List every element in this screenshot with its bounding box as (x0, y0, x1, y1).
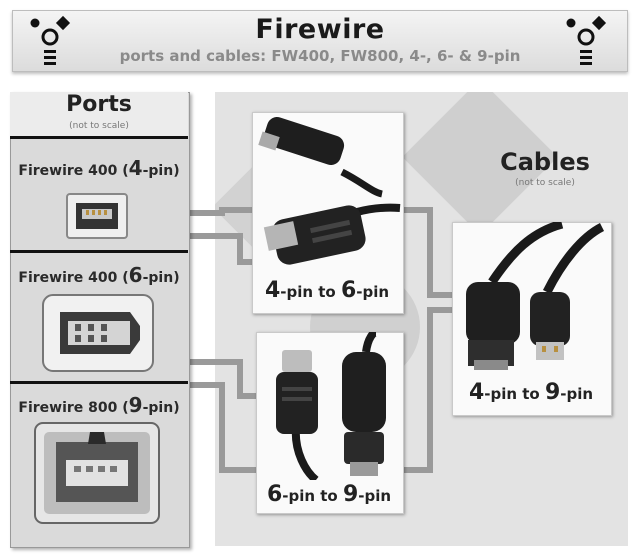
ports-title: Ports (66, 92, 132, 117)
ports-divider (10, 250, 188, 253)
cables-title: Cables (500, 148, 590, 176)
cable-to-pins: 9 (342, 482, 359, 507)
ports-note: (not to scale) (69, 121, 129, 131)
port-label-pins: 4 (128, 156, 143, 180)
ports-divider (10, 136, 188, 139)
cables-note: (not to scale) (515, 178, 575, 188)
cable-caption-post: -pin (356, 283, 390, 301)
page-subtitle: ports and cables: FW400, FW800, 4-, 6- &… (119, 47, 521, 65)
fw800-9pin-port-icon (34, 422, 160, 524)
cable-caption-post: -pin (358, 487, 392, 505)
cable-from-pins: 6 (266, 482, 283, 507)
port-label-text: Firewire 400 ( (18, 270, 129, 286)
firewire-logo-icon (566, 15, 607, 65)
cable-caption-4-to-9: 4-pin to 9-pin (452, 380, 610, 405)
fw400-6pin-port-icon (42, 294, 154, 372)
ports-header (10, 92, 188, 136)
cable-caption-mid: -pin to (280, 283, 341, 301)
page-title: Firewire (255, 14, 385, 45)
port-label-suffix: -pin) (142, 270, 180, 286)
header-banner: Firewire ports and cables: FW400, FW800,… (12, 10, 628, 72)
cable-4-to-6-icon (258, 116, 401, 265)
ports-divider (10, 381, 188, 384)
cable-caption-mid: -pin to (484, 385, 545, 403)
cable-caption-6-to-9: 6-pin to 9-pin (256, 482, 402, 507)
cable-from-pins: 4 (468, 380, 485, 405)
port-label-suffix: -pin) (142, 163, 180, 179)
fw400-4pin-port-icon (66, 193, 128, 239)
cable-caption-mid: -pin to (282, 487, 343, 505)
port-label-fw400-6pin: Firewire 400 (6-pin) (10, 263, 188, 287)
cable-to-pins: 9 (544, 380, 561, 405)
cable-caption-4-to-6: 4-pin to 6-pin (252, 278, 402, 303)
port-label-fw400-4pin: Firewire 400 (4-pin) (10, 156, 188, 180)
port-label-fw800-9pin: Firewire 800 (9-pin) (10, 393, 188, 417)
port-label-suffix: -pin) (142, 400, 180, 416)
port-label-text: Firewire 800 ( (18, 400, 129, 416)
port-label-text: Firewire 400 ( (18, 163, 129, 179)
cable-4-to-9-icon (466, 222, 605, 370)
firewire-logo-icon (30, 15, 71, 65)
cable-to-pins: 6 (340, 278, 357, 303)
cable-from-pins: 4 (264, 278, 281, 303)
cable-6-to-9-icon (276, 332, 386, 480)
cable-caption-post: -pin (560, 385, 594, 403)
port-label-pins: 6 (128, 263, 143, 287)
port-label-pins: 9 (128, 393, 143, 417)
